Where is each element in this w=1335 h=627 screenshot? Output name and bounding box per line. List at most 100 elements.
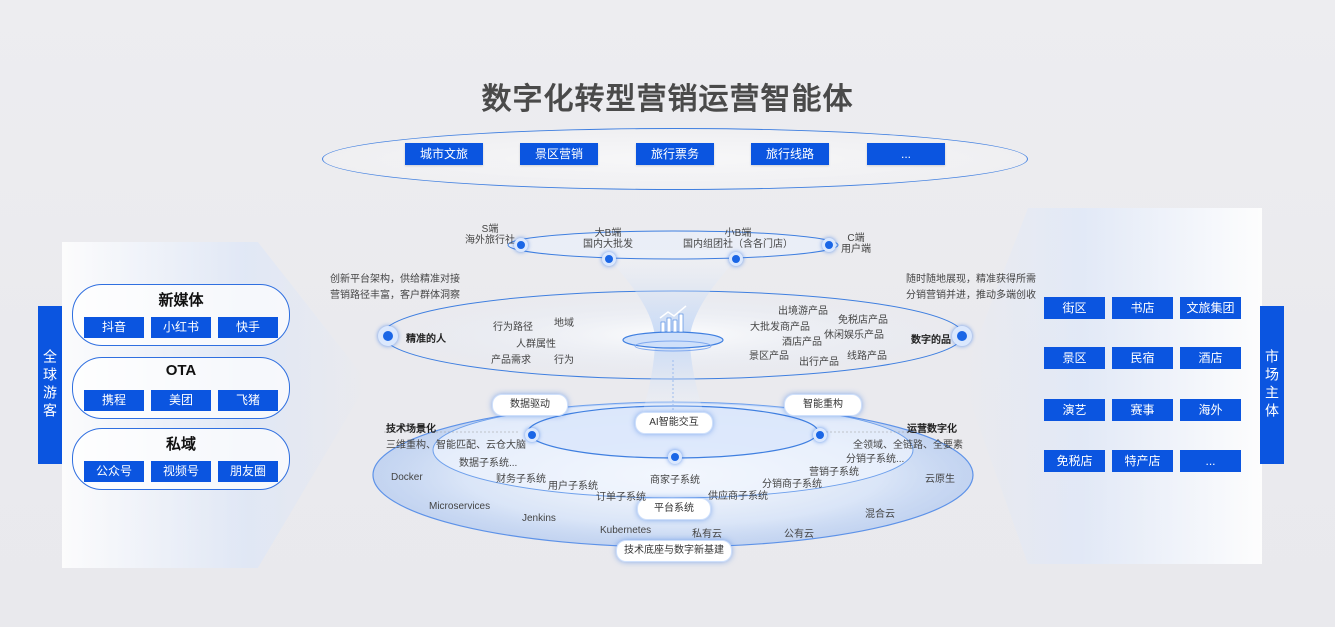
people-tag: 人群属性 [516,339,556,350]
big-b-name: 大B端 [594,228,622,239]
subsystem-label: 分销子系统... [846,454,905,465]
scene-button-more[interactable]: ... [867,143,945,165]
market-chip[interactable]: ... [1180,450,1241,472]
market-chip[interactable]: 免税店 [1044,450,1105,472]
market-chip[interactable]: 街区 [1044,297,1105,319]
hub-disk-lower [634,340,712,352]
people-tag: 行为路径 [493,322,533,333]
hub-disk-upper [622,331,724,349]
precise-people-node[interactable] [378,326,398,346]
subsystem-label: 商家子系统 [650,475,700,486]
market-chip[interactable]: 特产店 [1112,450,1173,472]
scene-button-city[interactable]: 城市文旅 [405,143,483,165]
precise-people-label: 精准的人 [406,334,446,345]
subsystem-label: 用户子系统 [548,481,598,492]
tech-label: Kubernetes [600,525,652,536]
market-chip[interactable]: 演艺 [1044,399,1105,421]
subsystem-label: 数据子系统... [459,458,518,469]
market-chip[interactable]: 赛事 [1112,399,1173,421]
smart-reconstruct-node[interactable] [813,428,827,442]
product-tag: 景区产品 [749,351,789,362]
market-chip[interactable]: 景区 [1044,347,1105,369]
market-chip[interactable]: 民宿 [1112,347,1173,369]
smart-reconstruct-pill[interactable]: 智能重构 [784,394,862,416]
tech-scenario-desc: 三维重构、智能匹配、云仓大脑 [386,440,526,451]
product-tag: 线路产品 [847,351,887,362]
left-bar-global-tourists: 全球游客 [38,306,62,464]
product-tag: 休闲娱乐产品 [824,330,884,341]
scene-button-route[interactable]: 旅行线路 [751,143,829,165]
ai-interaction-pill[interactable]: AI智能交互 [635,412,713,434]
c-end-name: C端 [847,233,865,244]
people-tag: 地域 [554,318,574,329]
top-ring [507,230,839,260]
product-tag: 大批发商产品 [750,322,810,333]
s-end-label: S端 海外旅行社 [462,224,518,246]
c-end-node[interactable] [822,238,836,252]
tech-label: 公有云 [784,529,814,540]
small-b-name: 小B端 [724,228,752,239]
group-private-domain: 私域 公众号 视频号 朋友圈 [72,428,290,490]
right-panel-glow [962,208,1262,564]
market-chip[interactable]: 书店 [1112,297,1173,319]
scene-button-scenic[interactable]: 景区营销 [520,143,598,165]
market-chip[interactable]: 文旅集团 [1180,297,1241,319]
channel-chip[interactable]: 朋友圈 [218,461,278,482]
people-tag: 产品需求 [491,355,531,366]
channel-chip[interactable]: 视频号 [151,461,211,482]
tech-label: Docker [391,472,423,483]
channel-chip[interactable]: 小红书 [151,317,211,338]
subsystem-label: 订单子系统 [596,492,646,503]
people-description: 创新平台架构，供给精准对接 营销路径丰富，客户群体洞察 [330,272,460,304]
group-title: 新媒体 [158,292,204,309]
subsystem-label: 财务子系统 [496,474,546,485]
data-driven-node[interactable] [525,428,539,442]
tech-label: 云原生 [925,474,955,485]
page-title: 数字化转型营销运营智能体 [481,83,854,116]
tech-base-pill[interactable]: 技术底座与数字新基建 [616,540,732,562]
small-b-node[interactable] [729,252,743,266]
subsystem-label: 供应商子系统 [708,491,768,502]
subsystem-label: 分销商子系统 [762,479,822,490]
channel-chip[interactable]: 抖音 [84,317,144,338]
ops-digital-heading: 运营数字化 [907,424,957,435]
group-title: OTA [165,362,197,379]
big-b-label: 大B端 国内大批发 [578,228,638,250]
digital-product-label: 数字的品 [911,335,951,346]
channel-chip[interactable]: 飞猪 [218,390,278,411]
s-end-node[interactable] [514,238,528,252]
tech-label: 混合云 [865,509,895,520]
market-chip[interactable]: 酒店 [1180,347,1241,369]
people-desc-line: 创新平台架构，供给精准对接 [330,274,460,285]
people-desc-line: 营销路径丰富，客户群体洞察 [330,290,460,301]
product-tag: 出行产品 [799,357,839,368]
analytics-chart-icon [659,305,687,333]
big-b-desc: 国内大批发 [583,239,633,250]
ops-digital-desc: 全领域、全链路、全要素 [853,440,963,451]
product-desc-line: 随时随地展现，精准获得所需 [906,274,1036,285]
scene-button-ticket[interactable]: 旅行票务 [636,143,714,165]
right-bar-market-entities: 市场主体 [1260,306,1284,464]
product-desc-line: 分销营销并进，推动多端创收 [906,290,1036,301]
tech-scenario-heading: 技术场景化 [386,424,436,435]
platform-system-pill[interactable]: 平台系统 [637,498,711,520]
product-tag: 酒店产品 [782,337,822,348]
digital-product-node[interactable] [952,326,972,346]
product-tag: 免税店产品 [838,315,888,326]
channel-chip[interactable]: 公众号 [84,461,144,482]
ai-interaction-node[interactable] [668,450,682,464]
c-end-label: C端 用户端 [836,233,876,255]
c-end-desc: 用户端 [841,244,871,255]
big-b-node[interactable] [602,252,616,266]
data-driven-pill[interactable]: 数据驱动 [492,394,568,416]
channel-chip[interactable]: 美团 [151,390,211,411]
tech-label: Microservices [429,501,491,512]
group-ota: OTA 携程 美团 飞猪 [72,357,290,419]
tech-label: Jenkins [522,513,556,524]
channel-chip[interactable]: 快手 [218,317,278,338]
channel-chip[interactable]: 携程 [84,390,144,411]
market-chip[interactable]: 海外 [1180,399,1241,421]
product-description: 随时随地展现，精准获得所需 分销营销并进，推动多端创收 [906,272,1036,304]
subsystem-label: 营销子系统 [809,467,859,478]
